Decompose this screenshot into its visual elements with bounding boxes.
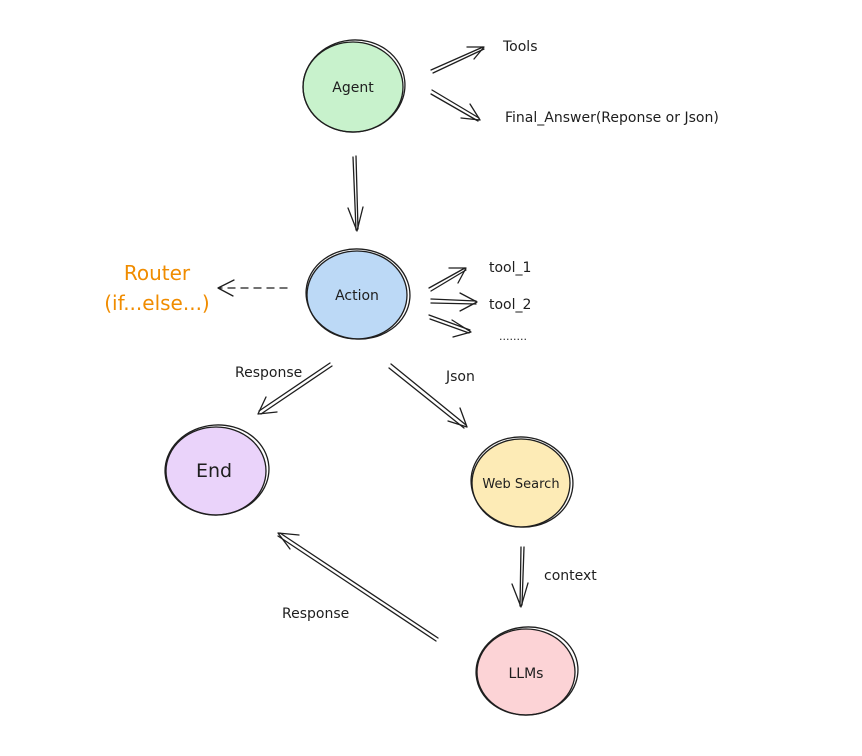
arrow-agent-to-final-answer xyxy=(430,89,481,122)
response-llms-end-label: Response xyxy=(282,606,349,622)
json-label: Json xyxy=(445,369,475,385)
node-end[interactable]: End xyxy=(162,421,272,518)
response-action-end-label: Response xyxy=(235,365,302,381)
router-label-line2: (if...else...) xyxy=(104,291,209,315)
action-label: Action xyxy=(335,288,379,304)
agent-circle-sketch xyxy=(302,39,406,133)
node-agent[interactable]: Agent xyxy=(298,35,409,137)
arrow-web-search-to-llms xyxy=(511,546,529,608)
node-web-search[interactable]: Web Search xyxy=(467,432,578,532)
agent-label: Agent xyxy=(332,80,374,96)
arrow-action-to-tool-1 xyxy=(428,267,467,292)
arrow-action-to-router xyxy=(217,279,288,297)
node-llms[interactable]: LLMs xyxy=(472,623,581,720)
arrow-action-to-web-search xyxy=(388,363,468,429)
context-label: context xyxy=(544,568,597,584)
arrow-action-to-more-tools xyxy=(428,314,472,338)
end-circle-sketch xyxy=(164,424,270,516)
web-search-label: Web Search xyxy=(482,477,559,492)
arrow-agent-to-action xyxy=(347,155,364,232)
action-circle-sketch xyxy=(305,248,411,340)
web-search-circle-sketch xyxy=(470,436,574,528)
tool-more-label: ........ xyxy=(499,330,527,343)
node-action[interactable]: Action xyxy=(302,245,413,344)
llms-circle-sketch xyxy=(475,626,579,716)
tool-2-label: tool_2 xyxy=(489,297,531,313)
router-label-line1: Router xyxy=(124,261,191,285)
arrow-action-to-tool-2 xyxy=(430,292,478,312)
llms-label: LLMs xyxy=(509,666,544,682)
final-answer-label: Final_Answer(Reponse or Json) xyxy=(505,110,719,126)
arrow-action-to-end xyxy=(257,362,333,415)
end-label: End xyxy=(196,460,232,482)
arrow-llms-to-end xyxy=(277,532,439,642)
arrow-agent-to-tools xyxy=(430,46,485,74)
tool-1-label: tool_1 xyxy=(489,260,531,276)
tools-label: Tools xyxy=(502,39,538,55)
